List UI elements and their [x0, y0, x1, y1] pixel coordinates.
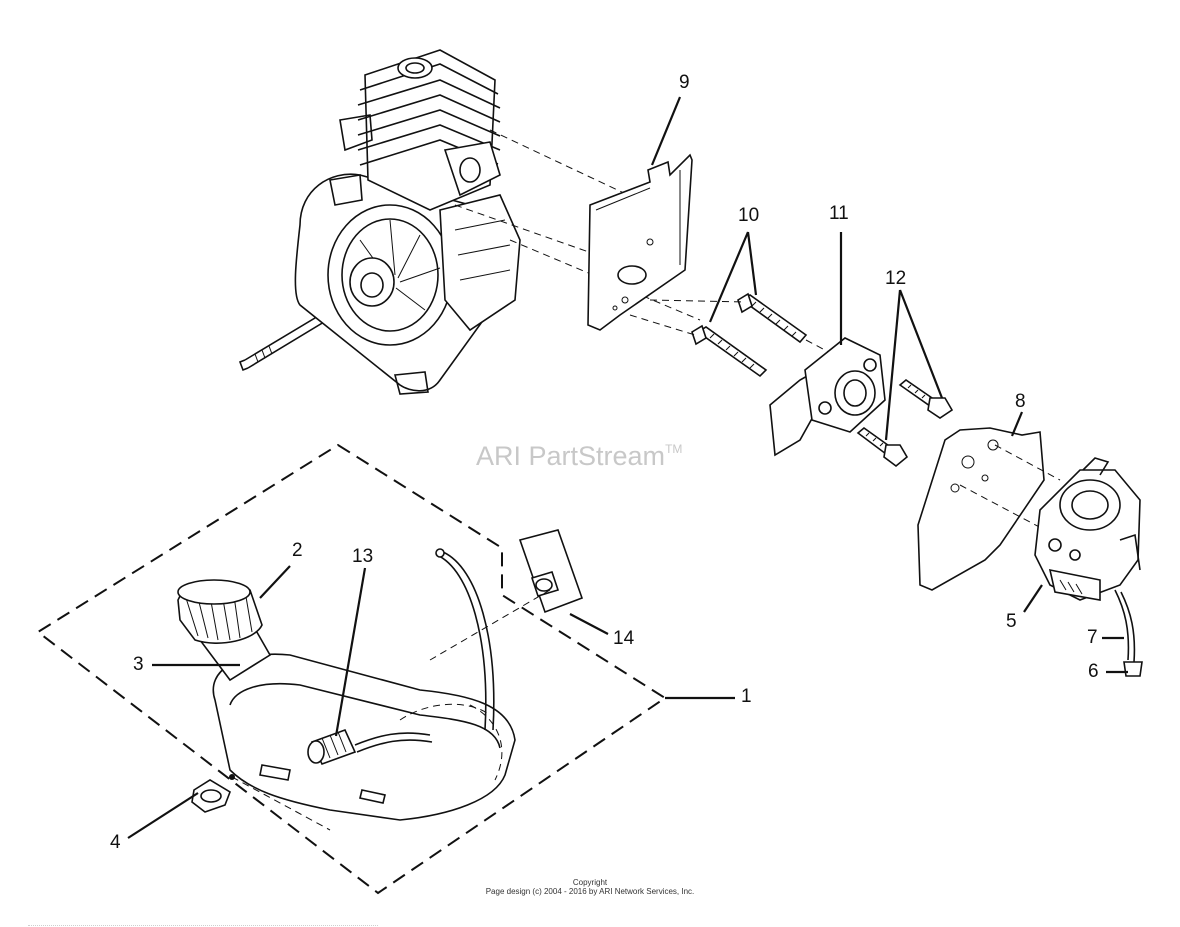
engine-assembly: [238, 49, 521, 395]
carburetor-part-5: [1034, 457, 1141, 601]
copyright-line-2: Page design (c) 2004 - 2016 by ARI Netwo…: [485, 887, 695, 896]
spacer-part-11: [769, 337, 886, 457]
fuel-filter-part-13: [307, 728, 433, 766]
callout-9[interactable]: 9: [679, 72, 690, 93]
grommet-part-4: [191, 779, 231, 813]
callout-5[interactable]: 5: [1006, 611, 1017, 632]
callout-10[interactable]: 10: [738, 205, 760, 226]
watermark-trademark: TM: [665, 442, 683, 456]
callout-13[interactable]: 13: [352, 546, 374, 567]
fuel-tank-part-1: [198, 618, 516, 821]
callout-3[interactable]: 3: [133, 654, 144, 675]
callout-4[interactable]: 4: [110, 832, 121, 853]
gasket-part-9: [587, 153, 693, 331]
callout-7[interactable]: 7: [1087, 627, 1098, 648]
callout-2[interactable]: 2: [292, 540, 303, 561]
callout-12[interactable]: 12: [885, 268, 907, 289]
leader-lines: [127, 96, 1128, 839]
bolts-part-10: [691, 292, 808, 378]
fuel-cap-part-2: [177, 579, 263, 644]
callout-11[interactable]: 11: [829, 203, 849, 224]
copyright-line-1: Copyright: [572, 878, 608, 887]
callout-14[interactable]: 14: [613, 628, 635, 649]
callout-8[interactable]: 8: [1015, 391, 1026, 412]
callout-1[interactable]: 1: [741, 686, 752, 707]
footer-divider: [28, 925, 378, 926]
callout-6[interactable]: 6: [1088, 661, 1099, 682]
plate-part-8: [917, 427, 1045, 591]
watermark: ARI PartStreamTM: [476, 441, 682, 472]
watermark-text: ARI PartStream: [476, 441, 666, 471]
primer-part-14: [518, 529, 584, 614]
bolts-part-12: [856, 378, 954, 468]
copyright-notice: Copyright Page design (c) 2004 - 2016 by…: [440, 878, 740, 896]
